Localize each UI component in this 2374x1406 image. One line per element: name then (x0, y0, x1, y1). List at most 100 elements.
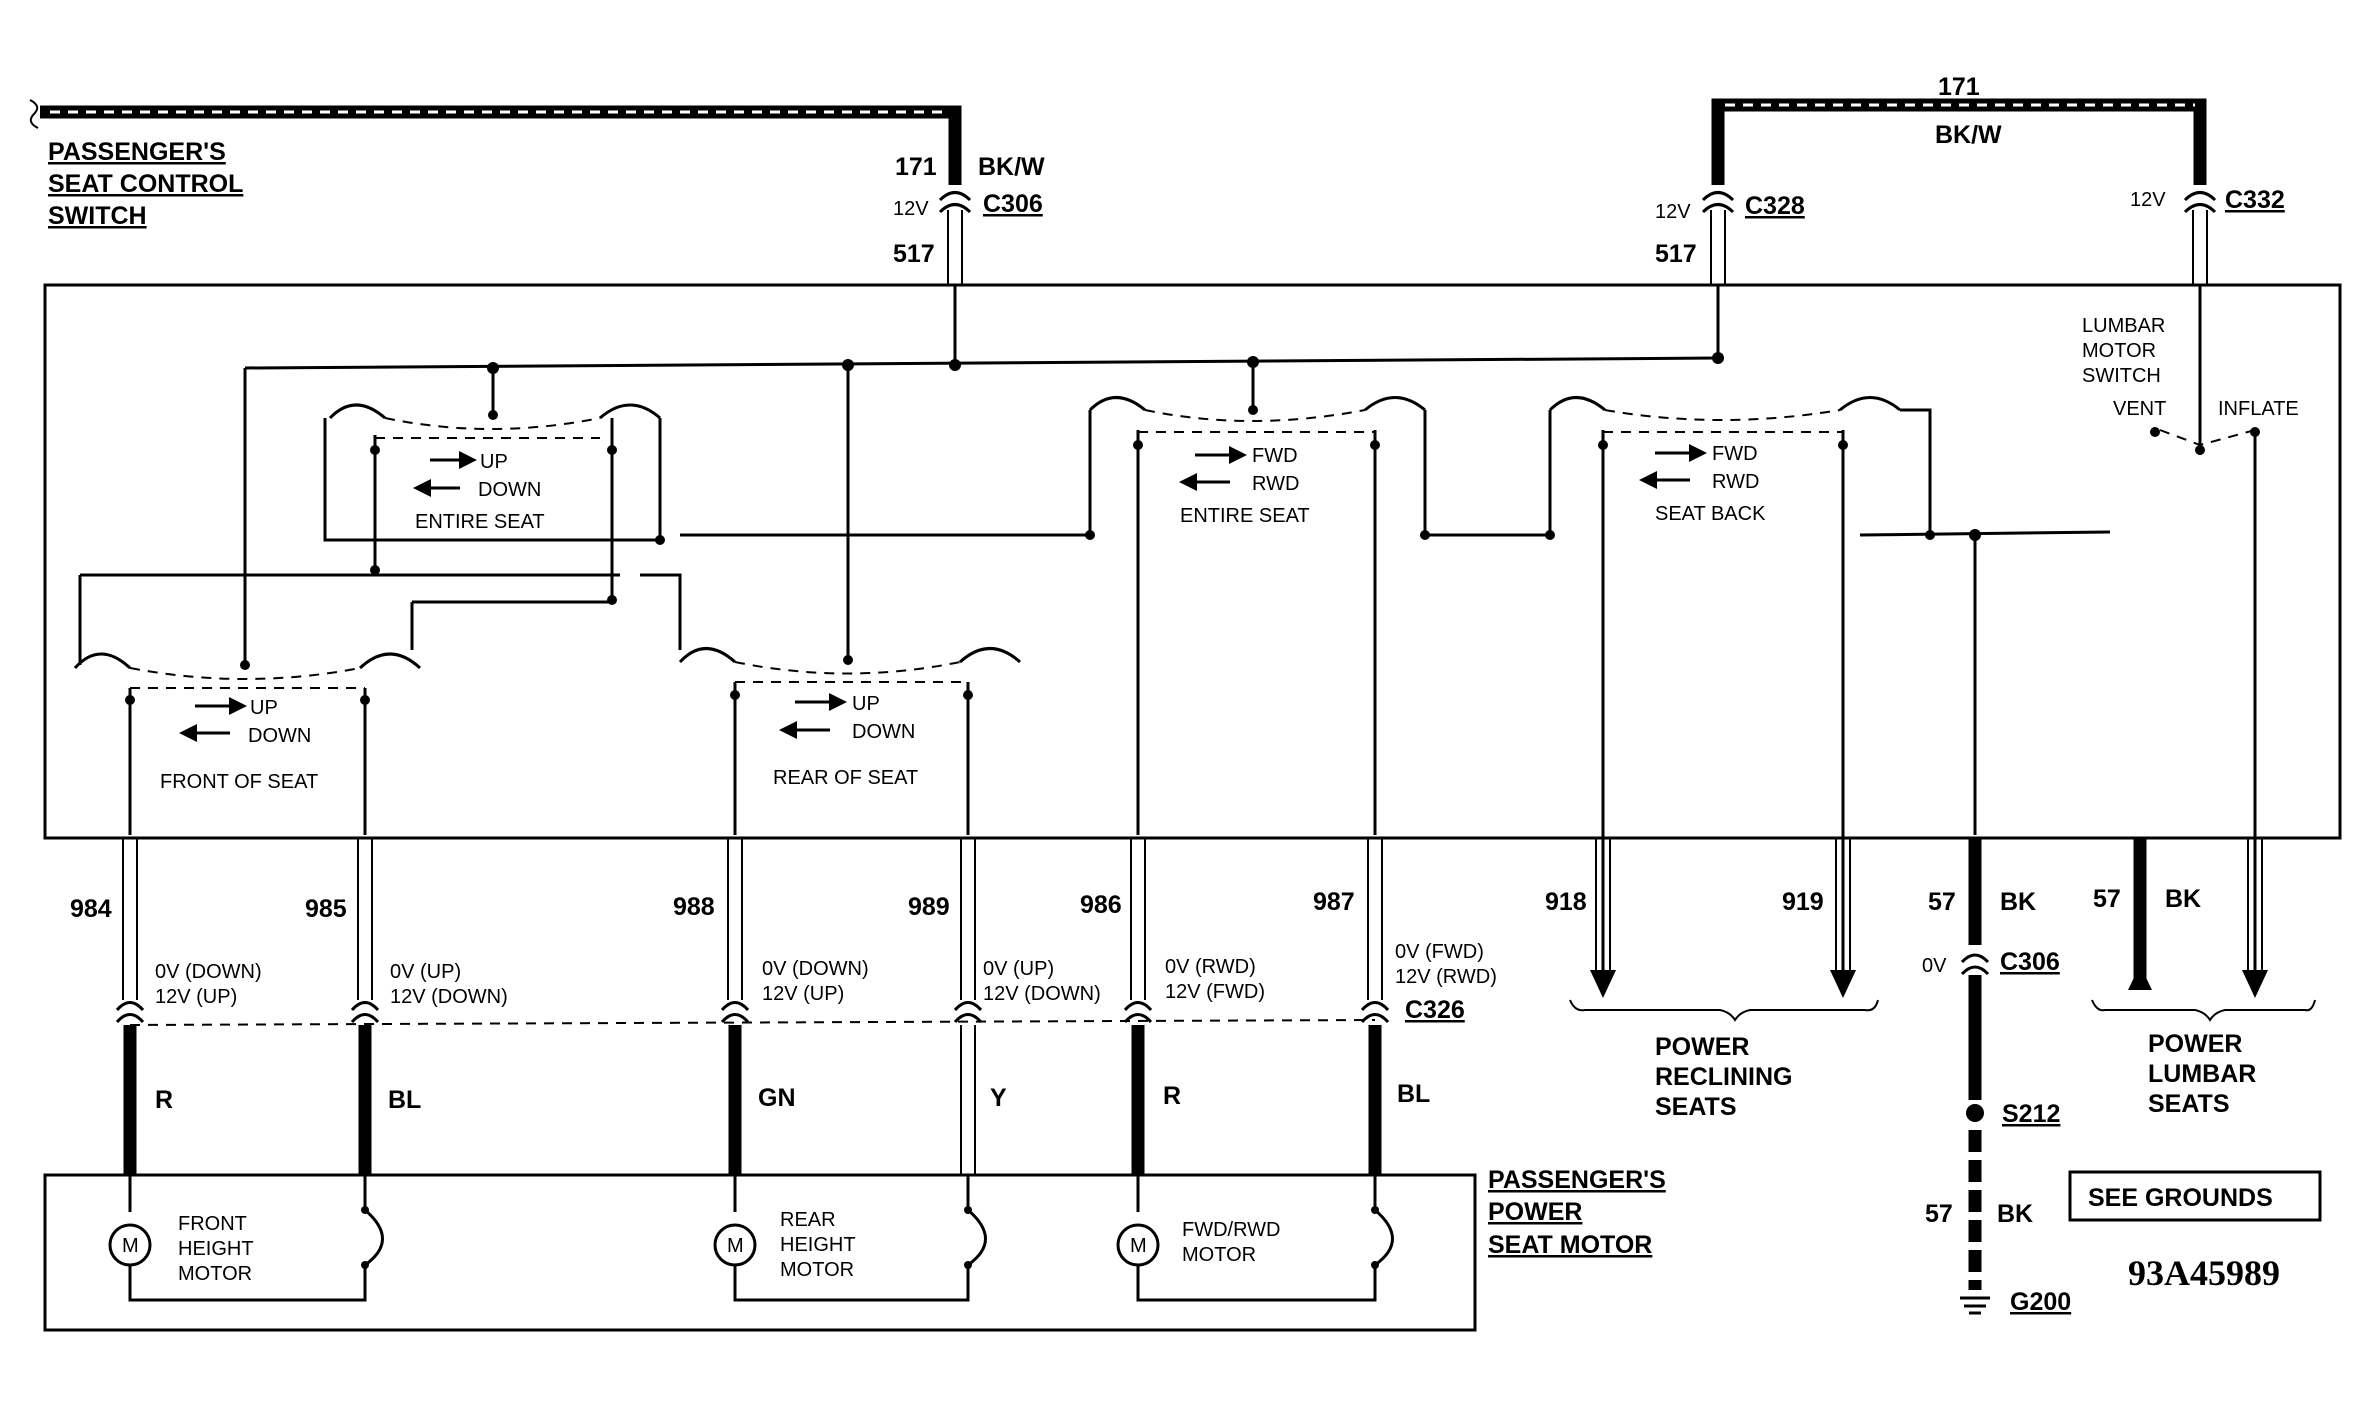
wire-57-a: 57 (1928, 888, 1956, 916)
wire-57-b: 57 (2093, 885, 2121, 913)
color-bl-1: BL (388, 1086, 421, 1114)
vent-label: VENT (2113, 398, 2166, 420)
splice-s212: S212 (2002, 1100, 2060, 1128)
front-motor-2: HEIGHT (178, 1238, 254, 1260)
motor-m-2: M (727, 1235, 744, 1257)
volt-985-1: 0V (UP) (390, 961, 461, 983)
power-lumbar-1: POWER (2148, 1030, 2242, 1058)
rwd-label-2: RWD (1712, 471, 1759, 493)
text-labels: PASSENGER'S SEAT CONTROL SWITCH 171 BK/W… (48, 73, 2299, 1316)
color-gn: GN (758, 1084, 796, 1112)
wire-bk-a: BK (2000, 888, 2036, 916)
switch-name-3: SWITCH (48, 202, 147, 230)
volt-984-2: 12V (UP) (155, 986, 237, 1008)
rear-of-seat-label: REAR OF SEAT (773, 767, 918, 789)
color-r-2: R (1163, 1082, 1181, 1110)
volt-986-1: 0V (RWD) (1165, 956, 1256, 978)
wire-517-right: 517 (1655, 240, 1697, 268)
color-r-1: R (155, 1086, 173, 1114)
connector-c326: C326 (1405, 996, 1465, 1024)
feed-wire-left (29, 99, 972, 285)
volt-987-2: 12V (RWD) (1395, 966, 1497, 988)
fwd-label-2: FWD (1712, 443, 1758, 465)
lumbar-switch-3: SWITCH (2082, 365, 2161, 387)
down-label-3: DOWN (852, 721, 915, 743)
junction-dots (125, 352, 2260, 705)
power-seat-motor-box (43, 1173, 1477, 1332)
rear-motor-2: HEIGHT (780, 1234, 856, 1256)
motor-m-1: M (122, 1235, 139, 1257)
down-label-1: DOWN (478, 479, 541, 501)
volt-987-1: 0V (FWD) (1395, 941, 1484, 963)
ground-g200: G200 (2010, 1288, 2071, 1316)
wire-988: 988 (673, 893, 715, 921)
fwdrwd-motor-2: MOTOR (1182, 1244, 1256, 1266)
motor-name-2: POWER (1488, 1198, 1582, 1226)
volt-985-2: 12V (DOWN) (390, 986, 508, 1008)
volt-986-2: 12V (FWD) (1165, 981, 1265, 1003)
wire-57-c: 57 (1925, 1200, 1953, 1228)
seat-control-switch-box (43, 283, 2342, 840)
fwd-label-1: FWD (1252, 445, 1298, 467)
volt-989-1: 0V (UP) (983, 958, 1054, 980)
wire-986: 986 (1080, 891, 1122, 919)
wire-989: 989 (908, 893, 950, 921)
wire-171-left: 171 (895, 153, 937, 181)
up-label-2: UP (250, 697, 278, 719)
volt-988-2: 12V (UP) (762, 983, 844, 1005)
see-grounds-label[interactable]: SEE GROUNDS (2088, 1184, 2273, 1212)
motor-internals (108, 1175, 1394, 1302)
down-label-2: DOWN (248, 725, 311, 747)
lumbar-switch-2: MOTOR (2082, 340, 2156, 362)
switch-internal-wiring (73, 285, 2257, 978)
rwd-label-1: RWD (1252, 473, 1299, 495)
fwdrwd-motor-1: FWD/RWD (1182, 1219, 1281, 1241)
front-of-seat-label: FRONT OF SEAT (160, 771, 318, 793)
up-label-1: UP (480, 451, 508, 473)
front-motor-3: MOTOR (178, 1263, 252, 1285)
entire-seat-label-2: ENTIRE SEAT (1180, 505, 1310, 527)
connector-c306-top: C306 (983, 190, 1043, 218)
seat-back-label: SEAT BACK (1655, 503, 1766, 525)
see-grounds-box[interactable] (2068, 1170, 2322, 1222)
wire-bkw-left: BK/W (978, 153, 1045, 181)
diagram-id: 93A45989 (2128, 1253, 2280, 1293)
connector-c332: C332 (2225, 186, 2285, 214)
power-reclining-2: RECLINING (1655, 1063, 1793, 1091)
volt-988-1: 0V (DOWN) (762, 958, 869, 980)
lumbar-switch-1: LUMBAR (2082, 315, 2165, 337)
rear-motor-1: REAR (780, 1209, 836, 1231)
volt-984-1: 0V (DOWN) (155, 961, 262, 983)
motor-m-3: M (1130, 1235, 1147, 1257)
color-bl-2: BL (1397, 1080, 1430, 1108)
wire-bk-b: BK (2165, 885, 2201, 913)
rear-motor-3: MOTOR (780, 1259, 854, 1281)
volt-989-2: 12V (DOWN) (983, 983, 1101, 1005)
motor-name-3: SEAT MOTOR (1488, 1231, 1652, 1259)
wire-517-left: 517 (893, 240, 935, 268)
volt-12v-c328: 12V (1655, 201, 1691, 223)
power-lumbar-3: SEATS (2148, 1090, 2230, 1118)
power-reclining-1: POWER (1655, 1033, 1749, 1061)
wire-bk-c: BK (1997, 1200, 2033, 1228)
wire-918: 918 (1545, 888, 1587, 916)
color-y: Y (990, 1084, 1007, 1112)
wire-919: 919 (1782, 888, 1824, 916)
volt-12v-c332: 12V (2130, 189, 2166, 211)
connector-c306-bottom: C306 (2000, 948, 2060, 976)
wire-984: 984 (70, 895, 112, 923)
up-label-3: UP (852, 693, 880, 715)
power-lumbar-2: LUMBAR (2148, 1060, 2256, 1088)
motor-name-1: PASSENGER'S (1488, 1166, 1666, 1194)
switch-name-1: PASSENGER'S (48, 138, 226, 166)
entire-seat-label-1: ENTIRE SEAT (415, 511, 545, 533)
wire-171-right: 171 (1938, 73, 1980, 101)
feed-wire-right (1701, 98, 2217, 285)
wire-987: 987 (1313, 888, 1355, 916)
inflate-label: INFLATE (2218, 398, 2299, 420)
connector-c328: C328 (1745, 192, 1805, 220)
front-motor-1: FRONT (178, 1213, 247, 1235)
wire-bkw-right: BK/W (1935, 121, 2002, 149)
output-wires (115, 838, 2316, 1315)
